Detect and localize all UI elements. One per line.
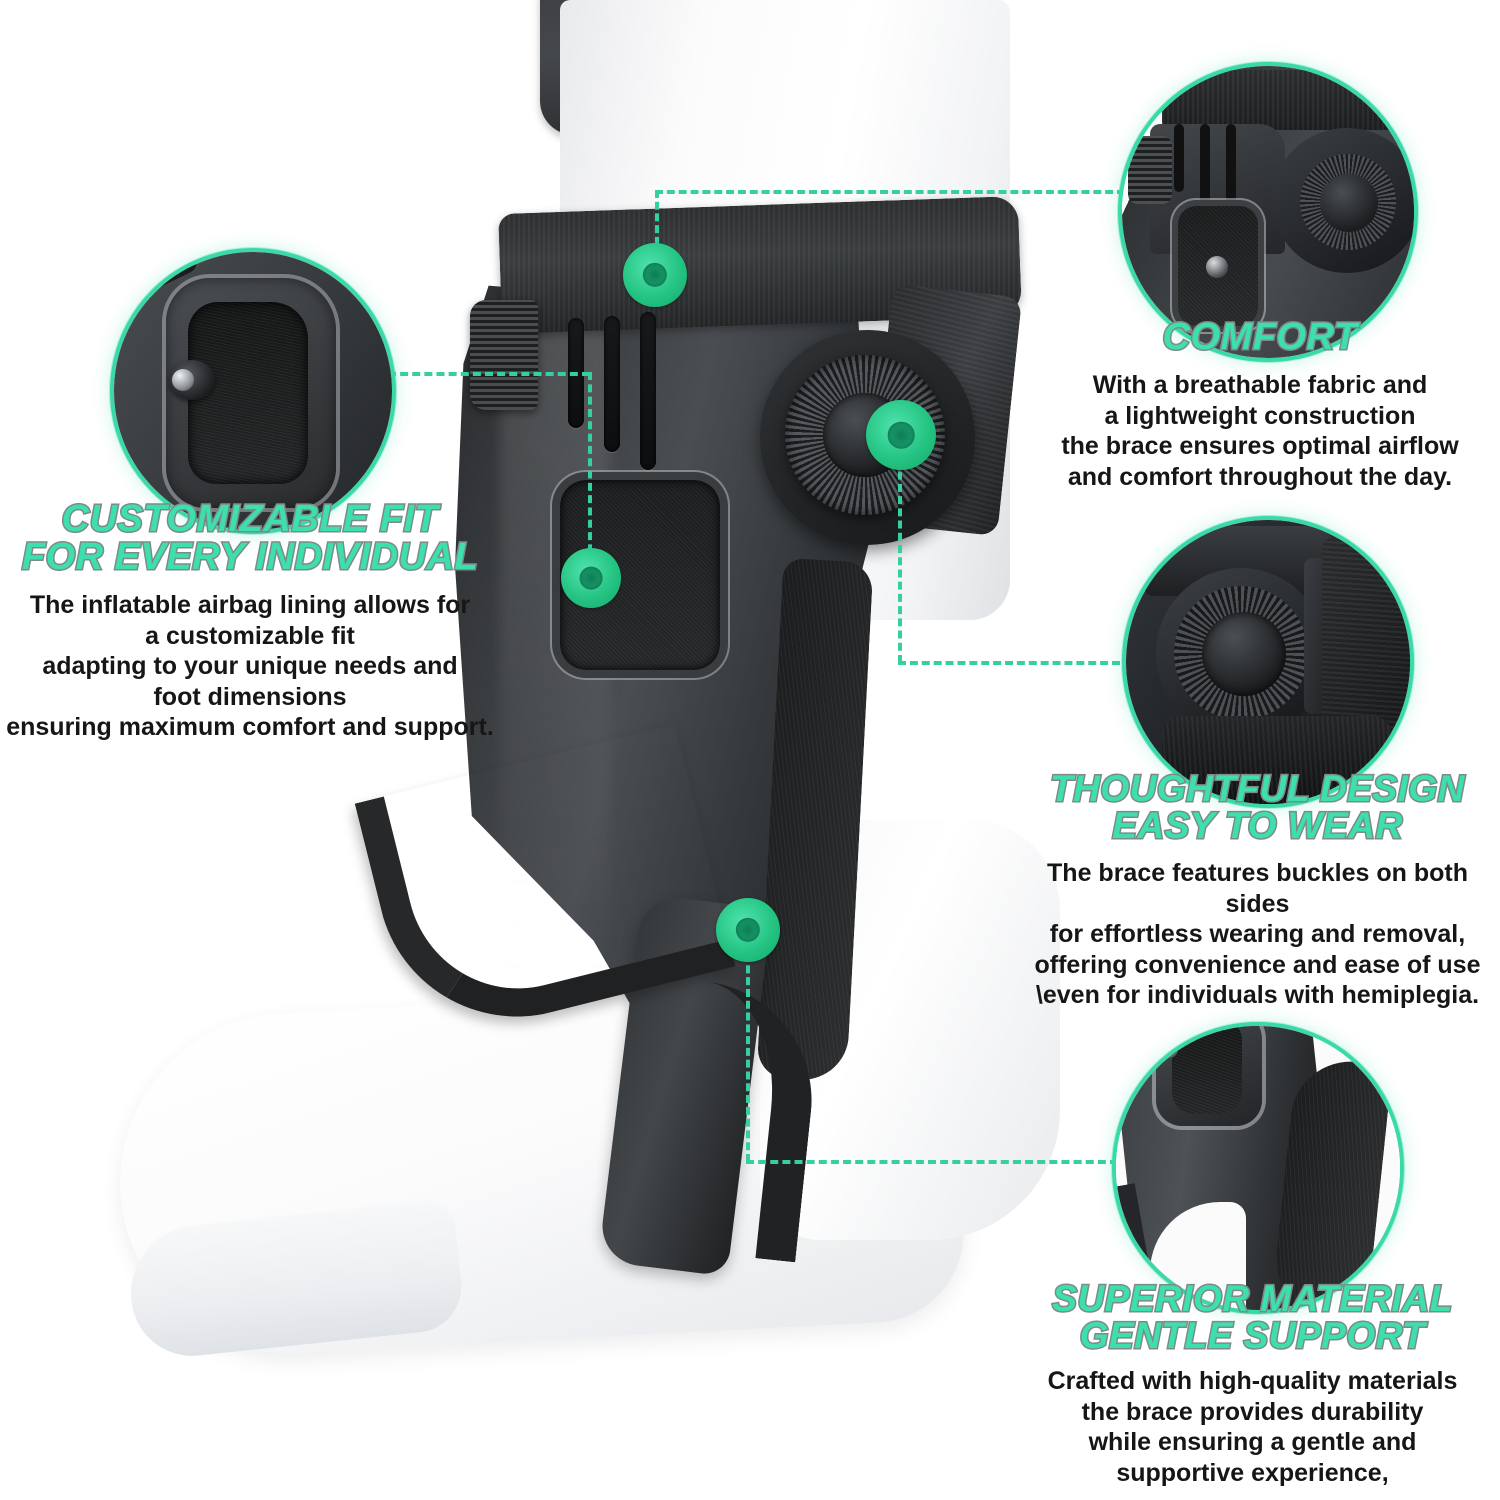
left-buckle-knob: [470, 300, 538, 410]
marker-comfort[interactable]: [623, 243, 687, 307]
lead-line-design-v: [898, 435, 902, 663]
feature-title-thoughtful-design: THOUGHTFUL DESIGN EASY TO WEAR: [1049, 768, 1466, 846]
lead-line-material-h: [746, 1160, 1118, 1164]
lead-line-material-v: [746, 930, 750, 1162]
buckle-dial-closeup-photo: [1126, 520, 1410, 804]
shell-material-closeup-photo: [1116, 1026, 1400, 1310]
feature-body-customizable-fit: The inflatable airbag lining allows for …: [6, 591, 494, 741]
lead-line-fit-h: [388, 372, 590, 376]
marker-thoughtful-design[interactable]: [866, 400, 936, 470]
lead-line-comfort-v: [655, 190, 659, 280]
feature-thoughtful-design: THOUGHTFUL DESIGN EASY TO WEAR The brace…: [1015, 768, 1500, 1011]
feature-comfort: COMFORT With a breathable fabric and a l…: [1020, 316, 1500, 492]
lead-line-comfort-h: [655, 190, 1125, 194]
lead-line-fit-v: [588, 372, 592, 577]
airbag-valve-closeup-photo: [114, 252, 392, 530]
feature-title-comfort: COMFORT: [1161, 316, 1358, 358]
comfort-closeup-photo: [1122, 66, 1414, 358]
shell-slot: [640, 312, 656, 470]
marker-customizable-fit[interactable]: [561, 548, 621, 608]
callout-customizable-fit[interactable]: [110, 248, 396, 534]
product-photo: [111, 0, 1060, 1362]
feature-body-superior-material: Crafted with high-quality materials the …: [1047, 1367, 1458, 1487]
feature-body-thoughtful-design: The brace features buckles on both sides…: [1034, 859, 1481, 1009]
boa-tension-dial: [785, 355, 945, 515]
feature-body-comfort: With a breathable fabric and a lightweig…: [1061, 371, 1459, 491]
callout-thoughtful-design[interactable]: [1122, 516, 1414, 808]
feature-title-customizable-fit: CUSTOMIZABLE FIT FOR EVERY INDIVIDUAL: [20, 498, 479, 578]
feature-title-superior-material: SUPERIOR MATERIAL GENTLE SUPPORT: [1051, 1278, 1454, 1356]
shell-slot: [604, 316, 620, 452]
feature-superior-material: SUPERIOR MATERIAL GENTLE SUPPORT Crafted…: [1005, 1278, 1500, 1488]
callout-superior-material[interactable]: [1112, 1022, 1404, 1314]
marker-superior-material[interactable]: [716, 898, 780, 962]
callout-comfort[interactable]: [1118, 62, 1418, 362]
lead-line-design-h: [898, 661, 1120, 665]
feature-customizable-fit: CUSTOMIZABLE FIT FOR EVERY INDIVIDUAL Th…: [0, 498, 500, 743]
